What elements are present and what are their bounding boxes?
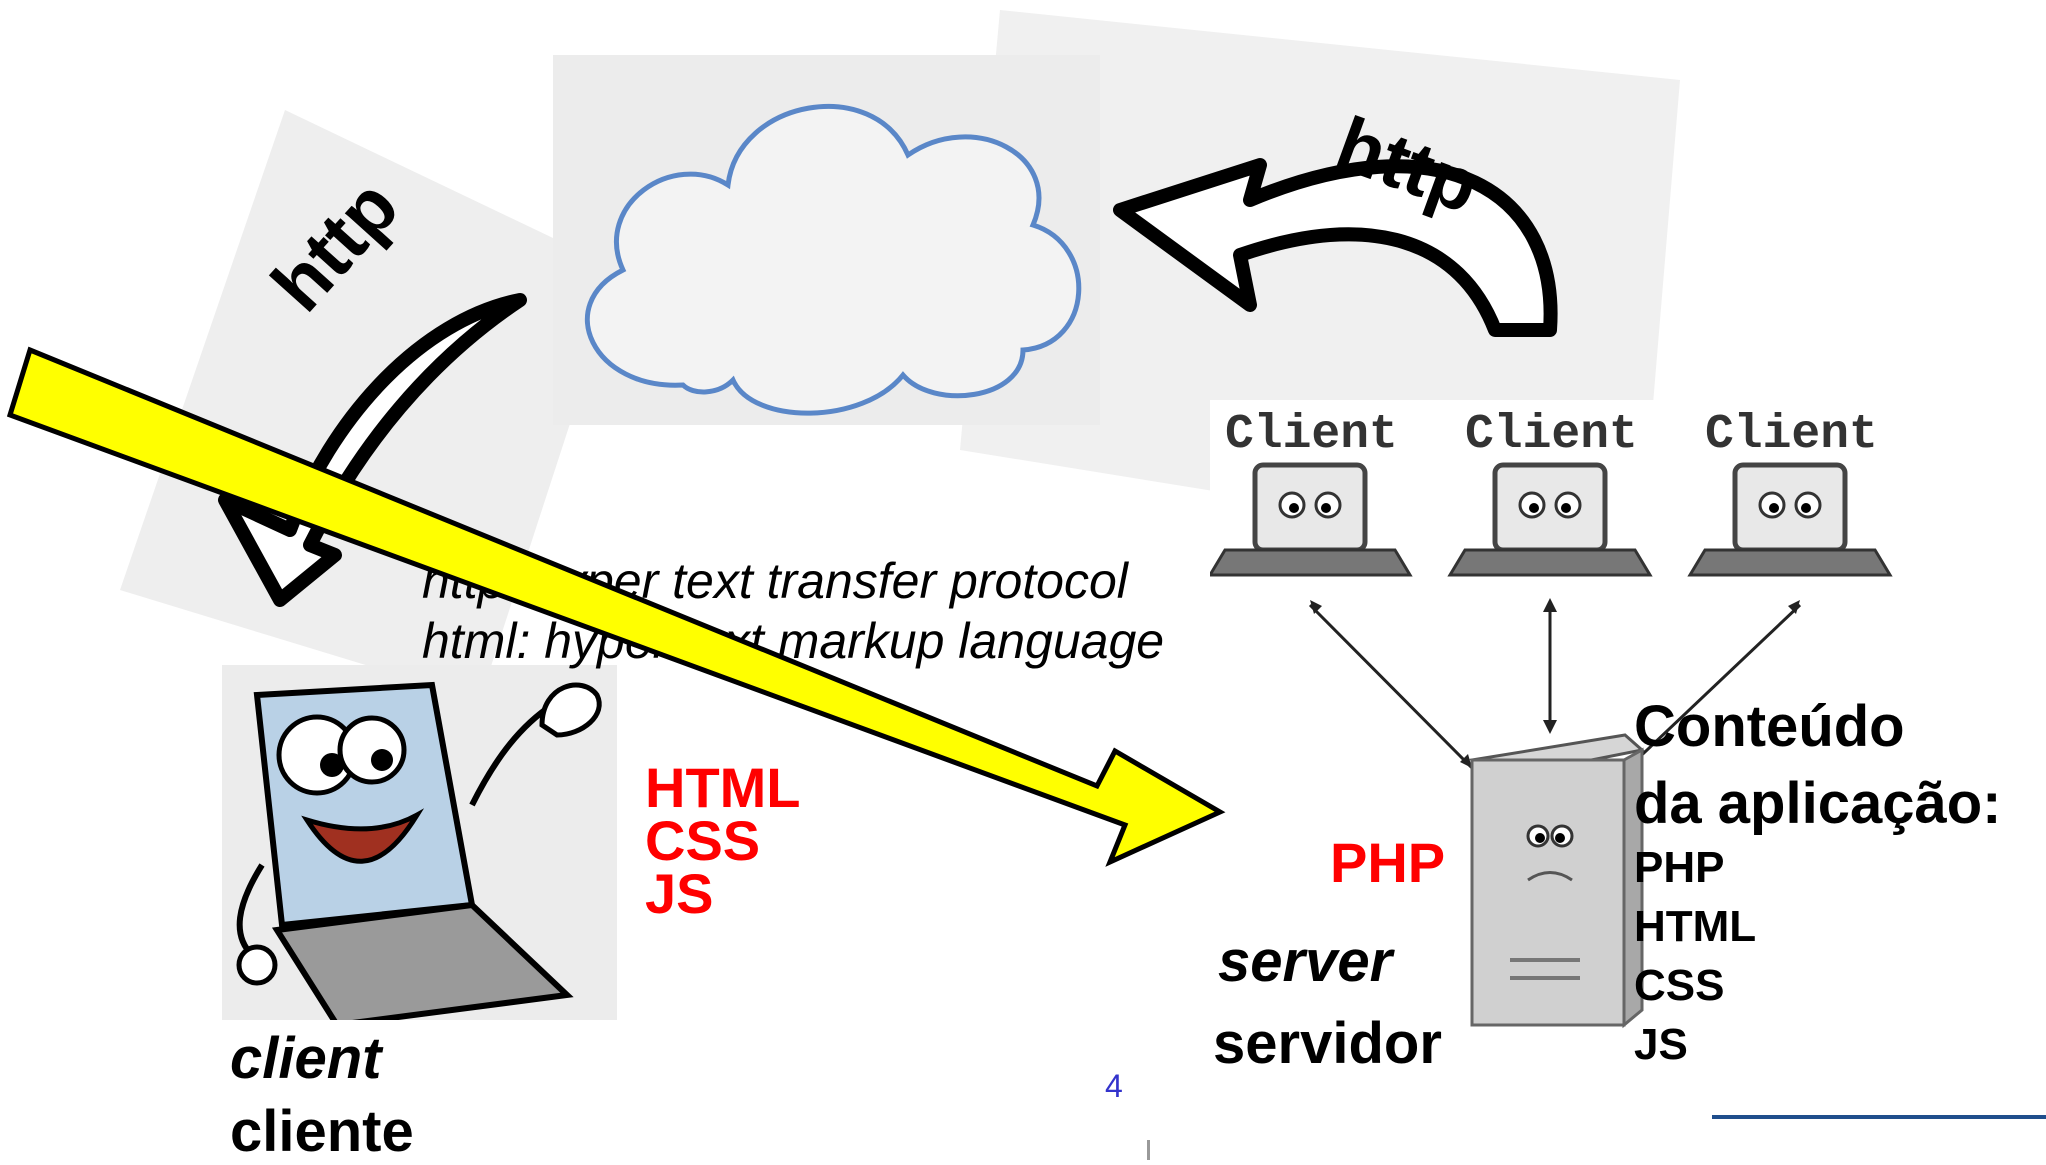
content-item-html: HTML [1634, 902, 1757, 951]
network-laptop-1 [1210, 462, 1413, 577]
client-label-en: client [230, 1026, 382, 1091]
client-tech-js: JS [645, 862, 714, 925]
content-title-line1: Conteúdo [1634, 694, 1905, 759]
server-tower-icon [1469, 733, 1646, 1029]
cloud-shape [584, 104, 1082, 416]
server-label-pt: servidor [1213, 1011, 1442, 1076]
client-label-pt: cliente [230, 1099, 414, 1164]
client-tech-html: HTML [645, 756, 801, 819]
server-language-php: PHP [1330, 831, 1446, 894]
cloud-icon [584, 104, 1082, 416]
network-client-label-3: Client [1705, 408, 1878, 462]
content-title-line2: da aplicação: [1634, 771, 2002, 836]
http-arrow-right [1113, 158, 1558, 337]
footer-rule [1712, 1115, 2046, 1119]
network-laptop-3 [1687, 462, 1893, 577]
network-laptop-2 [1447, 462, 1653, 577]
network-client-label-1: Client [1225, 408, 1398, 462]
laptop-keyboard [271, 901, 574, 1020]
client-laptop-icon [222, 665, 617, 1020]
client-server-network [1210, 462, 1893, 1029]
yellow-arrow-shape [6, 346, 1226, 867]
page-number: 4 [1105, 1068, 1123, 1104]
content-item-css: CSS [1634, 961, 1725, 1010]
content-item-js: JS [1634, 1020, 1688, 1069]
network-links [1308, 603, 1802, 770]
content-item-php: PHP [1634, 843, 1725, 892]
client-tech-css: CSS [645, 809, 761, 872]
server-label-en: server [1218, 929, 1393, 994]
footer-divider [1147, 1140, 1150, 1160]
http-arrow-left [218, 293, 527, 607]
network-client-label-2: Client [1465, 408, 1638, 462]
